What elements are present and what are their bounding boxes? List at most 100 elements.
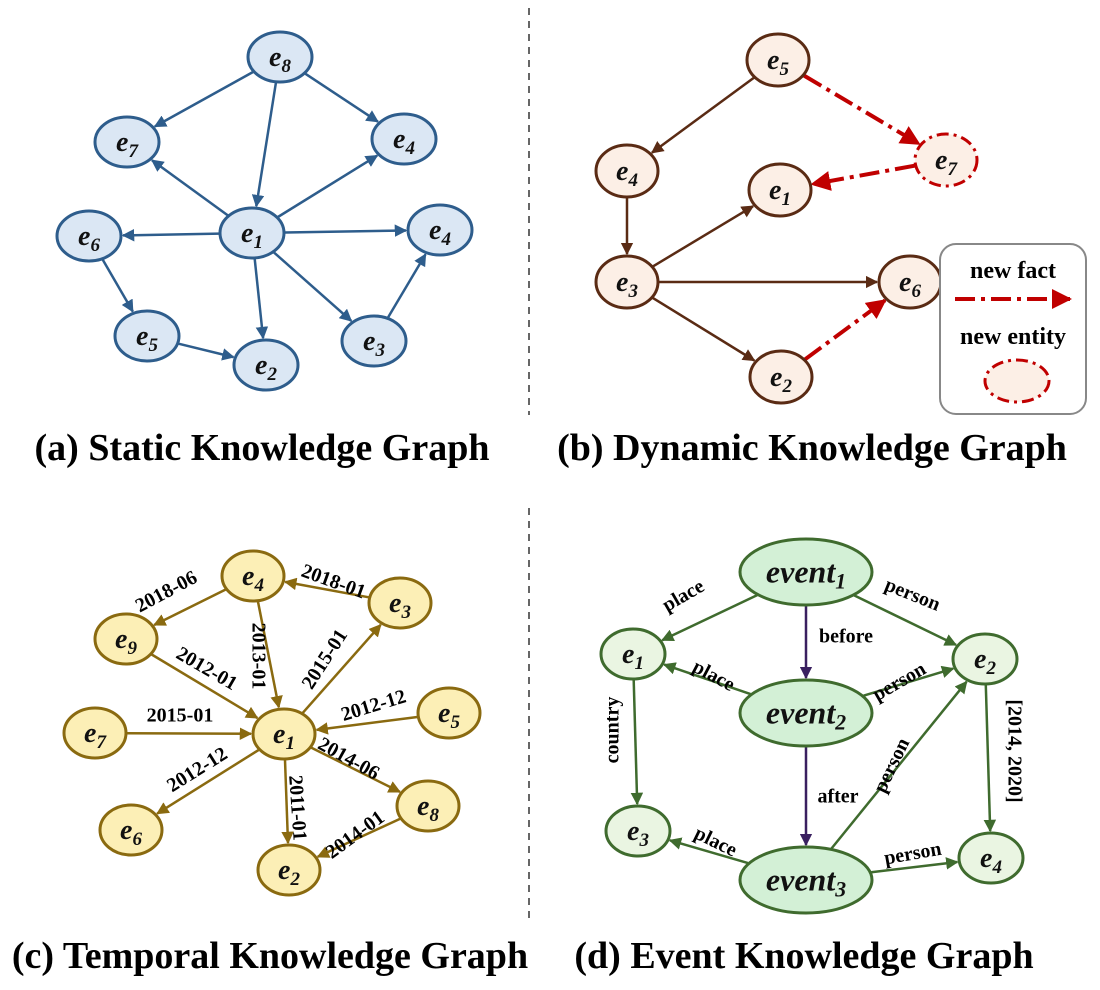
edge-label: 2018-01 (298, 560, 368, 603)
node-e7: e7 (913, 132, 979, 188)
node-label-base: e (438, 698, 450, 729)
node-ev1: event1 (738, 537, 874, 607)
node-label: e2 (278, 855, 300, 890)
edge-label: place (691, 822, 741, 861)
edge-label: after (817, 786, 858, 808)
node-shape (594, 143, 660, 199)
node-shape (256, 843, 322, 897)
node-label: e4 (242, 561, 264, 596)
node-label-subscript: 4 (440, 229, 451, 250)
node-shape (232, 338, 300, 392)
edge-e7-e1 (810, 163, 916, 191)
node-label: e7 (84, 718, 107, 753)
node-label-subscript: 7 (947, 159, 958, 180)
edge-e1-e4a (277, 154, 379, 219)
edge-e3-e4 (283, 577, 370, 599)
edge-e6-e5 (101, 258, 134, 313)
node-label-subscript: 4 (991, 857, 1002, 878)
node-label-base: e (115, 624, 127, 655)
node-label: e8 (417, 791, 439, 826)
node-e2: e2 (232, 338, 300, 392)
node-shape (604, 804, 672, 858)
legend-new-fact-label: new fact (970, 258, 1056, 284)
node-shape (748, 349, 814, 405)
node-e4: e4 (220, 549, 286, 603)
edge-label: 2013-01 (247, 623, 269, 690)
node-e2: e2 (256, 843, 322, 897)
node-label: e4 (393, 124, 415, 159)
edge-label: before (819, 626, 873, 648)
node-e3: e3 (340, 314, 408, 368)
node-shape (370, 112, 438, 166)
node-label: e4 (980, 843, 1002, 878)
edge-e1-e3 (301, 623, 382, 714)
node-shape (745, 32, 811, 88)
node-label: e9 (115, 624, 137, 659)
node-shape (55, 209, 123, 263)
node-shape (957, 831, 1025, 885)
node-label-subscript: 6 (90, 235, 100, 256)
edges (101, 70, 427, 361)
node-e2: e2 (951, 632, 1019, 686)
node-label: e3 (363, 326, 385, 361)
edge-ev1-e2 (853, 594, 958, 647)
edge-label: 2011-01 (284, 774, 311, 841)
node-shape (340, 314, 408, 368)
edge-e1-e3 (630, 679, 644, 806)
edge-label: 2014-01 (322, 806, 389, 863)
node-label-base: event (766, 862, 836, 898)
node-ev2: event2 (738, 678, 874, 748)
node-shape (113, 309, 181, 363)
edge-ev3-e2 (830, 680, 968, 850)
node-shape (738, 678, 874, 748)
node-label-base: e (273, 719, 285, 750)
node-shape (218, 206, 286, 260)
edge-label: 2018-06 (132, 566, 201, 617)
node-label-subscript: 3 (374, 340, 385, 361)
node-label: event1 (766, 554, 846, 594)
node-label-subscript: 9 (127, 638, 137, 659)
edges (620, 73, 921, 362)
node-label-base: e (241, 218, 253, 249)
node-label-subscript: 1 (253, 232, 263, 253)
node-e6: e6 (55, 209, 123, 263)
node-label-base: e (429, 215, 441, 246)
node-shape (738, 537, 874, 607)
node-label-subscript: 1 (835, 570, 846, 594)
node-label: e6 (120, 815, 142, 850)
node-label-base: e (769, 175, 781, 206)
caption-temporal: (c) Temporal Knowledge Graph (12, 935, 528, 977)
node-shape (951, 632, 1019, 686)
node-e9: e9 (93, 612, 159, 666)
edge-e3-e4b (386, 253, 427, 319)
node-label-subscript: 1 (285, 733, 295, 754)
edge-e2-e6 (803, 298, 887, 361)
node-label: e5 (767, 45, 789, 80)
node-label-subscript: 5 (148, 335, 158, 356)
node-label-subscript: 4 (404, 138, 415, 159)
node-e1: e1 (599, 627, 667, 681)
edge-e1-e8 (310, 746, 402, 794)
node-label-base: e (120, 815, 132, 846)
edge-ev3-e4 (871, 857, 959, 874)
node-label-base: event (766, 554, 836, 590)
node-shape (395, 779, 461, 833)
node-label-subscript: 8 (429, 805, 439, 826)
edge-ev1-e1 (661, 593, 758, 642)
edge-label: place (659, 575, 709, 616)
node-shape (913, 132, 979, 188)
node-e8: e8 (246, 30, 314, 84)
edge-e8-e2 (316, 817, 401, 858)
node-label-subscript: 5 (450, 712, 460, 733)
edge-e2-e4 (983, 684, 997, 833)
edge-label: 2014-06 (314, 733, 383, 785)
node-label-base: e (242, 561, 254, 592)
node-e8: e8 (395, 779, 461, 833)
edge-e5-e2 (178, 342, 235, 361)
edge-label: country (602, 697, 624, 764)
caption-static: (a) Static Knowledge Graph (35, 427, 490, 469)
